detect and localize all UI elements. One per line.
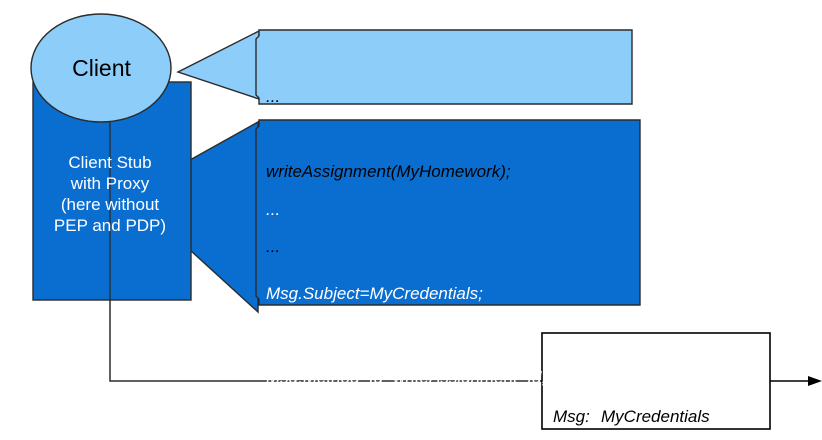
stub-code-line-3: Msg.Method_Id=writeAssignment_Id; [266, 368, 547, 387]
stub-code-callout-text: ... Msg.Subject=MyCredentials; Msg.Metho… [266, 140, 546, 440]
stub-label-line-4: PEP and PDP) [53, 216, 167, 235]
app-code-line-1: ... [266, 87, 281, 106]
stub-label-line-3: (here without [60, 195, 160, 214]
app-code-callout-text: ... writeAssignment(MyHomework); ... [266, 34, 511, 309]
client-ellipse [30, 13, 172, 123]
stub-code-line-2: Msg.Subject=MyCredentials; [266, 284, 483, 303]
client-node-label: Client [72, 55, 131, 81]
stub-code-callout-box [255, 119, 641, 306]
message-box-label: Msg: [553, 407, 590, 426]
stub-label-line-1: Client Stub [68, 153, 152, 172]
stub-callout-tail [189, 120, 259, 314]
message-field-row-1: Msg: MyCredentials [553, 402, 749, 431]
app-code-line-3: ... [266, 237, 281, 256]
stub-label-line-2: with Proxy [70, 174, 150, 193]
message-out-arrow-head [808, 376, 822, 386]
app-code-callout-box [255, 29, 633, 105]
message-field-1: MyCredentials [601, 407, 710, 426]
stub-code-line-1: ... [266, 200, 281, 219]
client-stub-label: Client Stub with Proxy (here without PEP… [30, 152, 190, 236]
app-code-line-2: writeAssignment(MyHomework); [266, 162, 511, 181]
stub-to-message-connector [109, 300, 542, 382]
message-box-text: Msg: MyCredentials writeAssignment_Id My… [553, 344, 749, 440]
